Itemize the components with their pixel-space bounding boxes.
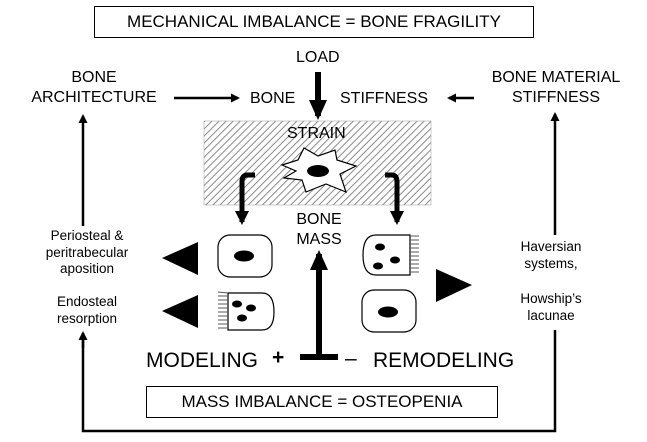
cell-formation-right-nucleus	[378, 307, 398, 318]
bone-stiffness-left: BONE	[250, 91, 295, 107]
bone-mass-label: BONE MASS	[288, 212, 350, 248]
remodeling-label: REMODELING	[373, 350, 514, 371]
mass-imbalance-title: MASS IMBALANCE = OSTEOPENIA	[181, 392, 462, 412]
cell-resorption-left-edge	[218, 292, 228, 328]
resorption-line-2: resorption	[28, 312, 146, 326]
haversian-line-2: systems,	[495, 257, 607, 271]
strain-label: STRAIN	[287, 126, 346, 142]
apposition-line-2: peritrabecular	[28, 246, 146, 260]
bone-material-stiffness-label: BONE MATERIAL STIFFNESS	[478, 70, 634, 106]
cell-resorption-right-nucleus-3	[373, 263, 383, 270]
howship-label: Howship’s lacunae	[495, 292, 607, 322]
bone-mass-line-1: BONE	[288, 212, 350, 228]
cell-resorption-left-nucleus-1	[232, 301, 242, 308]
plus-sign: +	[272, 347, 284, 368]
howship-line-2: lacunae	[495, 309, 607, 323]
apposition-line-1: Periosteal &	[28, 229, 146, 243]
haversian-line-1: Haversian	[495, 240, 607, 254]
mass-imbalance-box: MASS IMBALANCE = OSTEOPENIA	[146, 386, 498, 418]
minus-sign: –	[345, 348, 357, 369]
cell-resorption-right-edge	[410, 236, 419, 272]
cell-resorption-right-nucleus-1	[375, 244, 385, 251]
load-label: LOAD	[296, 50, 340, 66]
triangle-apposition	[162, 242, 198, 275]
bone-architecture-line-1: BONE	[30, 70, 158, 86]
cell-resorption-right-nucleus-2	[390, 257, 400, 264]
apposition-label: Periosteal & peritrabecular aposition	[28, 229, 146, 276]
cell-formation-left-nucleus	[234, 251, 254, 262]
resorption-label: Endosteal resorption	[28, 295, 146, 325]
mechanical-imbalance-box: MECHANICAL IMBALANCE = BONE FRAGILITY	[94, 6, 534, 38]
howship-line-1: Howship’s	[495, 292, 607, 306]
haversian-label: Haversian systems,	[495, 240, 607, 270]
resorption-line-1: Endosteal	[28, 295, 146, 309]
bone-mass-line-2: MASS	[288, 232, 350, 248]
modeling-label: MODELING	[146, 350, 258, 371]
mechanical-imbalance-title: MECHANICAL IMBALANCE = BONE FRAGILITY	[127, 12, 501, 32]
apposition-line-3: aposition	[28, 262, 146, 276]
triangle-remodeling	[436, 269, 472, 302]
cell-resorption-left-nucleus-3	[237, 315, 247, 322]
bone-architecture-label: BONE ARCHITECTURE	[30, 70, 158, 106]
bone-material-line-2: STIFFNESS	[478, 90, 634, 106]
triangle-resorption	[162, 295, 198, 328]
cell-resorption-left-nucleus-2	[246, 305, 256, 312]
bone-stiffness-right: STIFFNESS	[340, 91, 428, 107]
bone-material-line-1: BONE MATERIAL	[478, 70, 634, 86]
cell-resorption-right	[363, 235, 410, 275]
osteocyte-nucleus	[307, 165, 329, 177]
bone-architecture-line-2: ARCHITECTURE	[30, 90, 158, 106]
